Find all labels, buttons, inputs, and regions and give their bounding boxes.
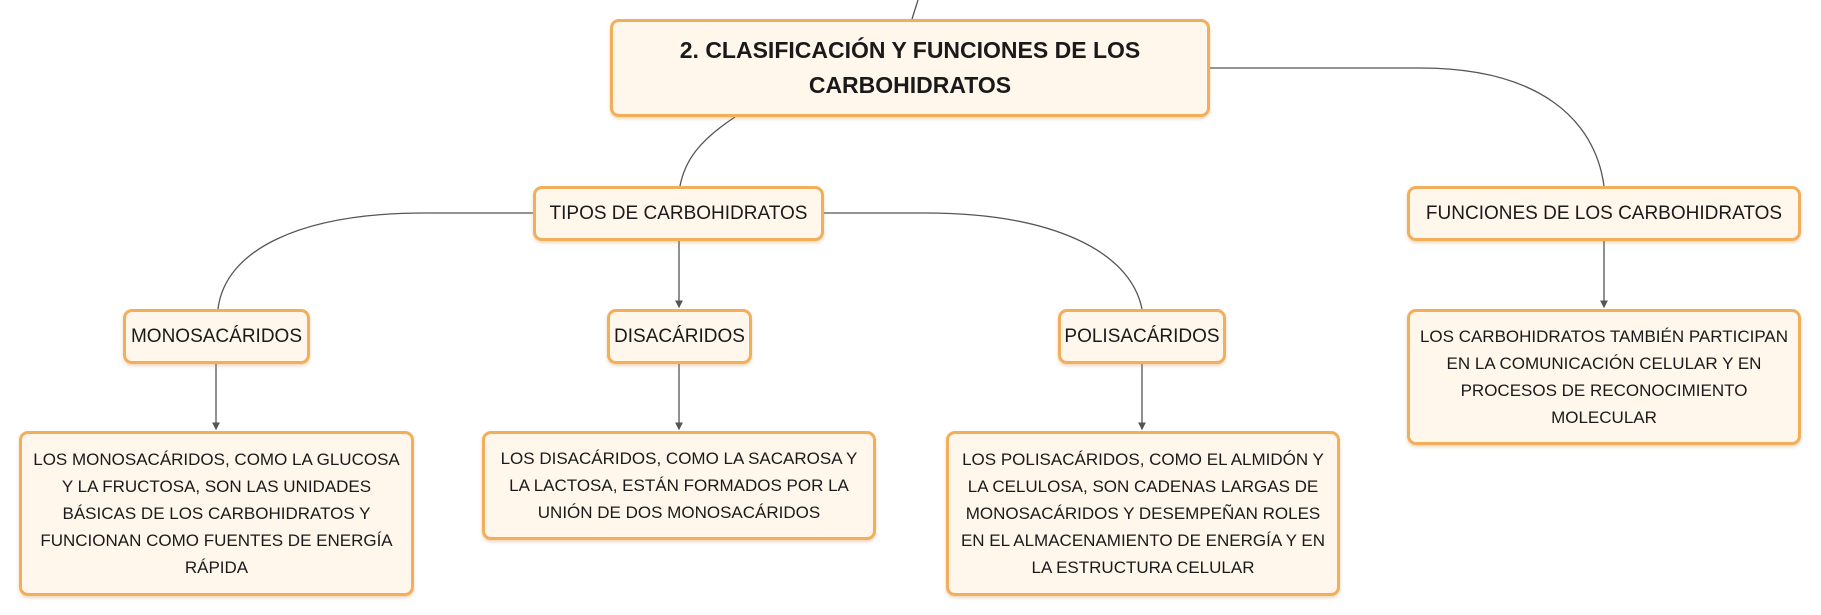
polisacaridos-detail-text: LOS POLISACÁRIDOS, COMO EL ALMIDÓN Y LA …	[960, 450, 1326, 577]
tipos-carbohidratos-label: TIPOS DE CARBOHIDRATOS	[549, 202, 808, 224]
polisacaridos-node[interactable]: POLISACÁRIDOS	[1058, 309, 1226, 364]
funciones-detail-node[interactable]: LOS CARBOHIDRATOS TAMBIÉN PARTICIPAN EN …	[1407, 309, 1801, 445]
funciones-carbohidratos-label: FUNCIONES DE LOS CARBOHIDRATOS	[1425, 202, 1783, 224]
connector-tipos-to-poli	[824, 212, 1143, 310]
monosacaridos-detail-text: LOS MONOSACÁRIDOS, COMO LA GLUCOSA Y LA …	[33, 450, 400, 577]
monosacaridos-detail-node[interactable]: LOS MONOSACÁRIDOS, COMO LA GLUCOSA Y LA …	[19, 431, 414, 596]
funciones-detail-text: LOS CARBOHIDRATOS TAMBIÉN PARTICIPAN EN …	[1419, 327, 1789, 427]
disacaridos-detail-text: LOS DISACÁRIDOS, COMO LA SACAROSA Y LA L…	[500, 449, 858, 522]
disacaridos-label: DISACÁRIDOS	[614, 325, 745, 347]
connector-parent-to-root	[911, 0, 919, 20]
monosacaridos-node[interactable]: MONOSACÁRIDOS	[123, 309, 310, 364]
disacaridos-detail-node[interactable]: LOS DISACÁRIDOS, COMO LA SACAROSA Y LA L…	[482, 431, 876, 540]
tipos-carbohidratos-node[interactable]: TIPOS DE CARBOHIDRATOS	[533, 186, 824, 241]
disacaridos-node[interactable]: DISACÁRIDOS	[607, 309, 752, 364]
funciones-carbohidratos-node[interactable]: FUNCIONES DE LOS CARBOHIDRATOS	[1407, 186, 1801, 241]
connector-root-to-funciones	[1210, 67, 1605, 187]
monosacaridos-label: MONOSACÁRIDOS	[130, 325, 303, 347]
polisacaridos-label: POLISACÁRIDOS	[1064, 325, 1220, 347]
root-topic-label: 2. CLASIFICACIÓN Y FUNCIONES DE LOS CARB…	[679, 37, 1141, 98]
connector-root-to-tipos	[679, 116, 736, 187]
polisacaridos-detail-node[interactable]: LOS POLISACÁRIDOS, COMO EL ALMIDÓN Y LA …	[946, 431, 1340, 596]
connector-tipos-to-mono	[217, 212, 533, 310]
root-topic-node[interactable]: 2. CLASIFICACIÓN Y FUNCIONES DE LOS CARB…	[610, 19, 1210, 117]
